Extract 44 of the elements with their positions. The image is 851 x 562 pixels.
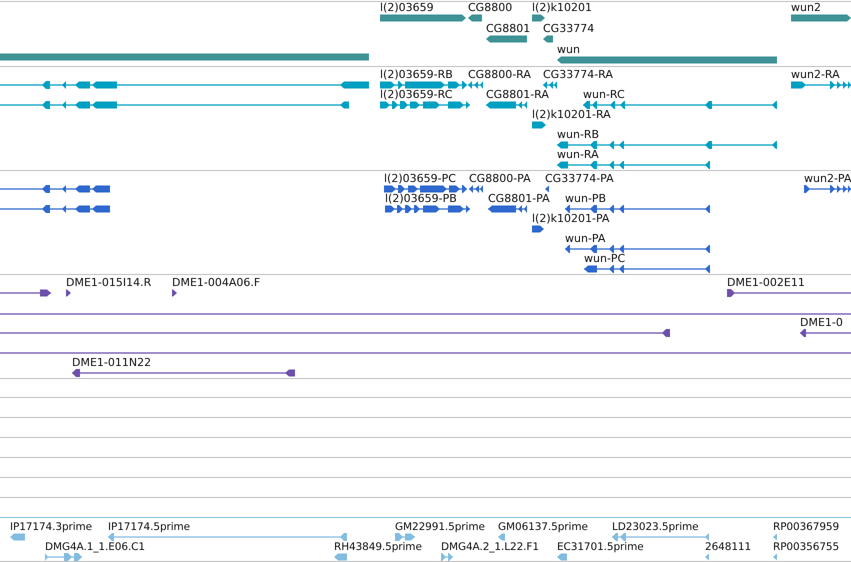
- feature-label: l(2)03659: [380, 2, 434, 14]
- feature-label: CG8801-RA: [486, 89, 549, 101]
- feature-label: wun-PA: [565, 233, 606, 245]
- feature-label: CG8800-PA: [469, 173, 531, 185]
- feature-label: DMG4A.1_1.E06.C1: [45, 541, 145, 553]
- feature-label: DME1-004A06.F: [172, 277, 260, 289]
- feature-label: GM06137.5prime: [498, 521, 588, 533]
- feature-label: wun2: [791, 2, 821, 14]
- feature-label: wun2-PA: [804, 173, 851, 185]
- feature-label: l(2)03659-PC: [384, 173, 456, 185]
- feature-label: wun2-RA: [791, 69, 840, 81]
- feature-label: wun-PC: [584, 253, 626, 265]
- feature-label: DME1-011N22: [72, 357, 152, 369]
- feature-label: CG8800-RA: [468, 69, 531, 81]
- feature-label: LD23023.5prime: [612, 521, 699, 533]
- feature-label: DME1-015I14.R: [66, 277, 152, 289]
- feature-label: EC31701.5prime: [557, 541, 644, 553]
- feature-label: IP17174.5prime: [108, 521, 190, 533]
- feature-label: DME1-002E11: [727, 277, 805, 289]
- feature-label: l(2)k10201-PA: [532, 213, 610, 225]
- feature-label: l(2)03659-RC: [380, 89, 452, 101]
- feature-label: RP00356755: [773, 541, 840, 553]
- feature-label: CG33774-PA: [545, 173, 614, 185]
- feature-label: l(2)k10201: [532, 2, 592, 14]
- feature-label: l(2)k10201-RA: [532, 109, 611, 121]
- feature-label: CG8800: [468, 2, 512, 14]
- feature-label: CG33774-RA: [543, 69, 613, 81]
- feature-label: DMG4A.2_1.L22.F1: [441, 541, 539, 553]
- feature-label: IP17174.3prime: [10, 521, 92, 533]
- feature-label: GM22991.5prime: [395, 521, 485, 533]
- feature-label: wun-RB: [557, 129, 600, 141]
- feature-label: wun: [557, 44, 580, 56]
- feature-label: RP00367959: [773, 521, 840, 533]
- feature-label: wun-RC: [583, 89, 625, 101]
- feature-label: DME1-0: [800, 317, 843, 329]
- feature-label: CG8801-PA: [488, 193, 550, 205]
- feature-label: RH43849.5prime: [334, 541, 422, 553]
- feature-label: l(2)03659-PB: [385, 193, 457, 205]
- feature-label: CG33774: [543, 23, 594, 35]
- feature-label: wun-RA: [557, 149, 599, 161]
- feature-label: CG8801: [486, 23, 530, 35]
- feature-label: 2648111: [705, 541, 752, 553]
- feature-label: wun-PB: [565, 193, 606, 205]
- feature-label: l(2)03659-RB: [380, 69, 453, 81]
